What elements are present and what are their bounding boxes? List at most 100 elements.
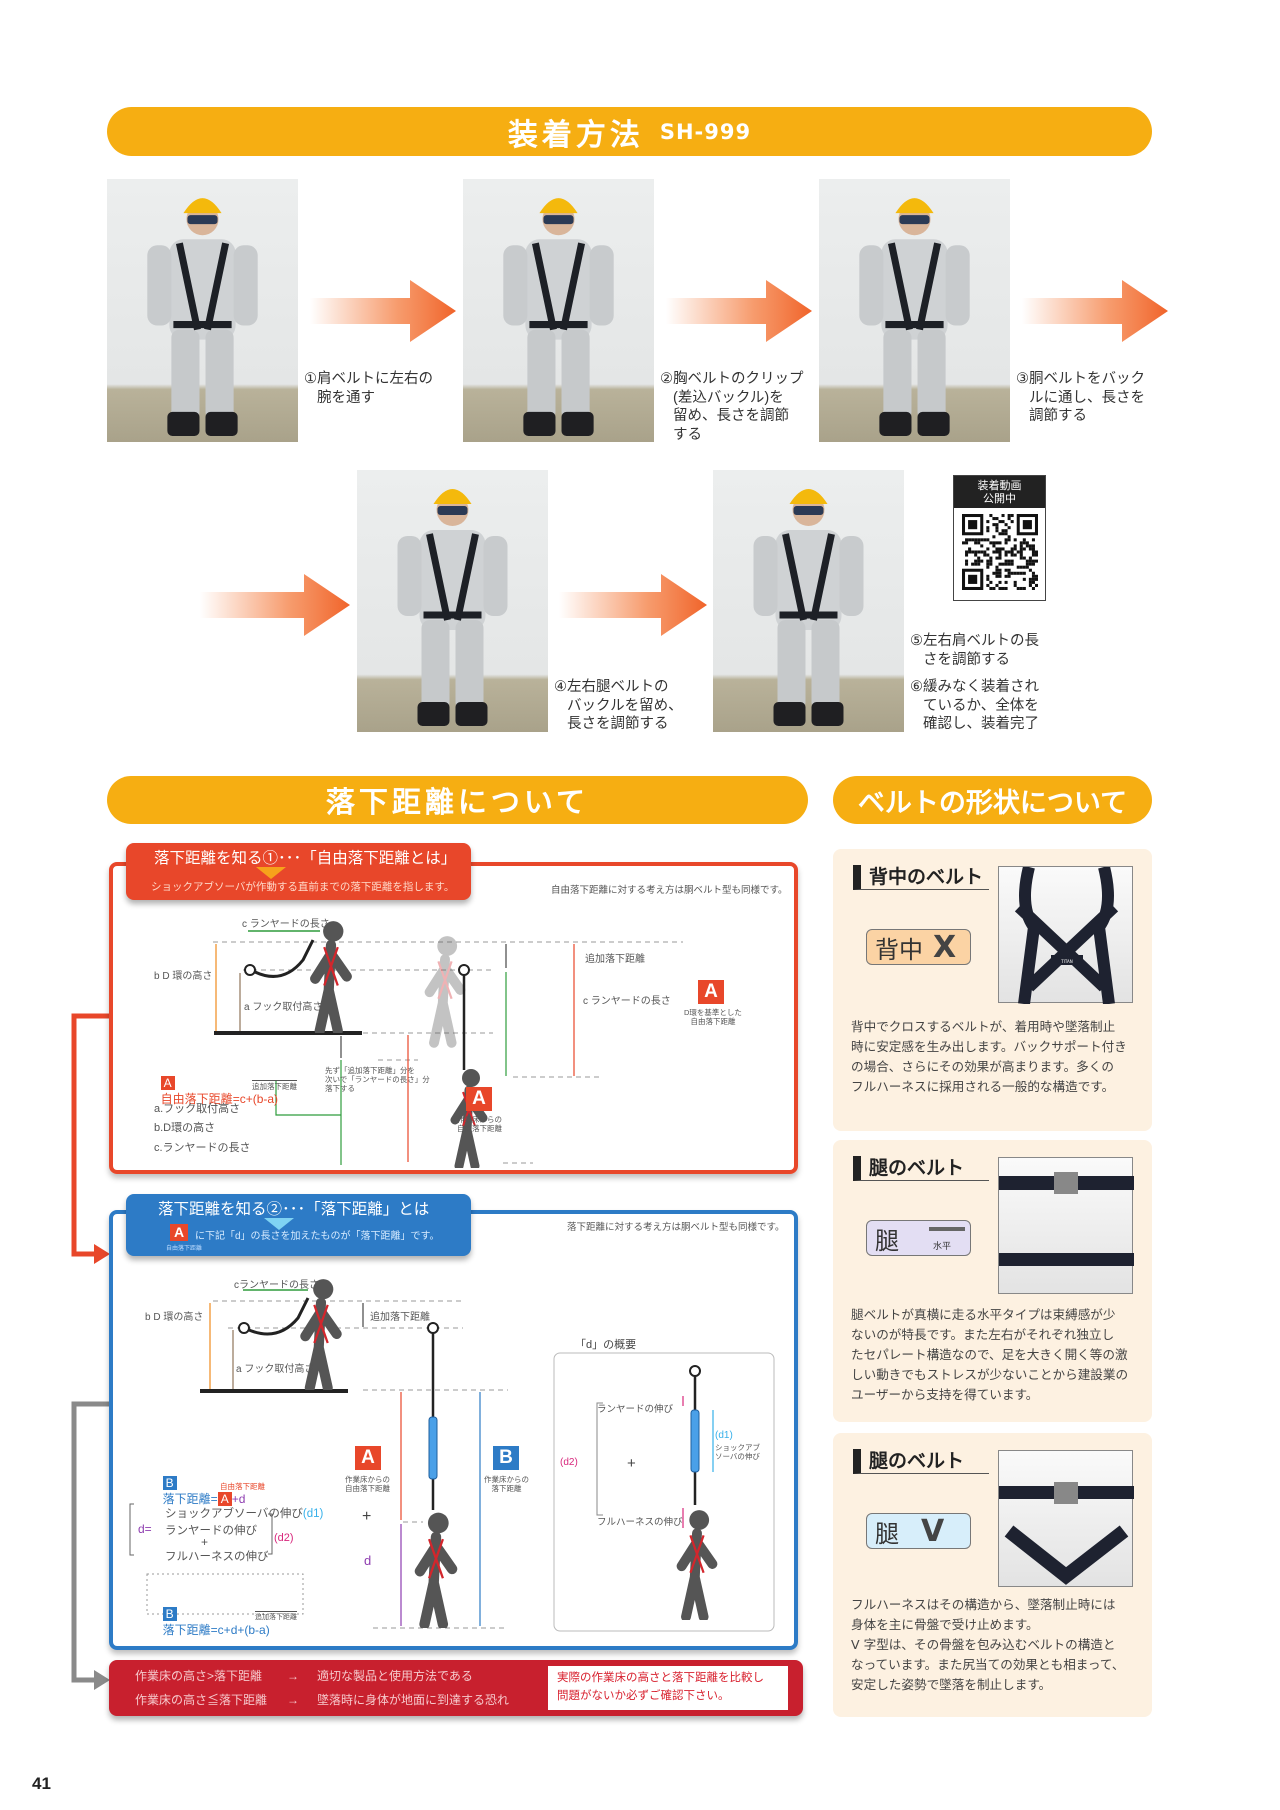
step-1-caption: ①肩ベルトに左右の 腕を通す xyxy=(304,371,433,406)
worker-image xyxy=(107,179,298,442)
arrow-right-icon xyxy=(200,574,350,636)
d2-label: (d2) xyxy=(274,1532,294,1544)
fall-sequence-note: 先ず「追加落下距離」分を 次いで「ランヤードの長さ」分 落下する xyxy=(325,1066,430,1093)
badge-a-caption: D環を基準とした 自由落下距離 xyxy=(684,1008,742,1026)
ov-absorber-stretch: ショックアブ ソーバの伸び xyxy=(715,1443,760,1461)
free-fall-tab: 落下距離を知る①･･･「自由落下距離とは」 ショックアブソーバが作動する直前まで… xyxy=(126,843,471,900)
belt-card-text: フルハーネスはその構造から、墜落制止時には 身体を主に骨盤で受け止めます。 V … xyxy=(851,1597,1125,1692)
badge-a: A xyxy=(160,1076,175,1090)
belt-card-thigh-horizontal: 腿のベルト 腿水平 腿ベルトが真横に走る水平タイプは束縛感が少 ないのが特長です… xyxy=(833,1140,1152,1422)
step-3-photo xyxy=(819,179,1010,442)
lanyard-length-label: c ランヤードの長さ xyxy=(242,919,330,930)
d-item-harness: フルハーネスの伸び xyxy=(165,1551,269,1563)
conclusion-notice: 実際の作業床の高さと落下距離を比較し 問題がないか必ずご確認下さい。 xyxy=(548,1666,788,1710)
legend-b: b.D環の高さ xyxy=(154,1122,216,1134)
page-number: 41 xyxy=(32,1774,51,1793)
badge-a-caption: 作業床からの 自由落下距離 xyxy=(457,1115,502,1133)
harness-x-image: TITAN xyxy=(1014,865,1119,1005)
section-fall-distance: 落下距離について xyxy=(107,776,808,824)
qr-code-icon xyxy=(962,514,1038,590)
fall-distance-note: 落下距離に対する考え方は胴ベルト型も同様です。 xyxy=(567,1222,785,1233)
plus-sign: + xyxy=(362,1508,372,1525)
arrow-right-icon xyxy=(666,280,812,342)
fall-distance-formula: B 落下距離=A+d xyxy=(162,1476,246,1506)
arrow-right-icon xyxy=(310,280,456,342)
header-model: SH-999 xyxy=(659,119,752,144)
fall-distance-formula-2: B 落下距離=c+d+(b-a) xyxy=(162,1607,270,1637)
fall-distance-tab-title: 落下距離を知る②･･･「落下距離」とは xyxy=(158,1201,430,1218)
harness-v-image xyxy=(999,1482,1134,1585)
d-ring-height-label: b D 環の高さ xyxy=(145,1312,204,1323)
hook-height-label: a フック取付高さ xyxy=(244,1002,323,1013)
d-equals: d= xyxy=(138,1522,152,1536)
harness-thigh-photo xyxy=(998,1157,1134,1294)
conclusion-row: 作業床の高さ>落下距離→適切な製品と使用方法である xyxy=(135,1669,473,1683)
triangle-down-icon xyxy=(256,867,286,879)
ov-lanyard-stretch: ランヤードの伸び xyxy=(597,1404,674,1415)
fall-distance-diagram xyxy=(129,1260,775,1632)
d-overview-title: 「d」の概要 xyxy=(575,1339,637,1351)
section-title: ベルトの形状について xyxy=(857,787,1128,819)
badge-a: A xyxy=(355,1446,381,1470)
conclusion-bar: 作業床の高さ>落下距離→適切な製品と使用方法である 作業床の高さ≦落下距離→墜落… xyxy=(109,1660,803,1716)
fall-distance-tab-subtitle: に下記「d」の長さを加えたものが「落下距離」です。 xyxy=(195,1231,440,1242)
svg-text:TITAN: TITAN xyxy=(1060,959,1072,964)
badge-b: B xyxy=(162,1607,177,1621)
belt-card-title: 腿のベルト xyxy=(853,1156,989,1181)
belt-card-title: 腿のベルト xyxy=(853,1449,989,1474)
free-fall-tab-title: 落下距離を知る①･･･「自由落下距離とは」 xyxy=(154,850,457,867)
header-bar: 装着方法 SH-999 xyxy=(107,107,1152,156)
hook-height-label: a フック取付高さ xyxy=(236,1364,315,1375)
worker-image xyxy=(713,470,904,732)
step-6-caption: ⑥緩みなく装着され ているか、全体を 確認し、装着完了 xyxy=(910,679,1039,732)
video-qr-code[interactable]: 装着動画 公開中 xyxy=(953,475,1046,601)
harness-back-photo: TITAN xyxy=(998,865,1133,1005)
arrow-right-icon xyxy=(1022,280,1168,342)
formula1-sub: 自由落下距離 xyxy=(220,1482,265,1491)
lanyard-length-label-2: c ランヤードの長さ xyxy=(583,996,671,1007)
step-2-photo xyxy=(463,179,654,442)
arrow-right-icon xyxy=(559,574,707,636)
ov-d1: (d1) xyxy=(715,1430,733,1441)
belt-card-title: 背中のベルト xyxy=(853,865,989,890)
ov-harness-stretch: フルハーネスの伸び xyxy=(597,1517,683,1528)
badge-b: B xyxy=(162,1476,177,1490)
triangle-down-icon xyxy=(264,1218,294,1230)
worker-image xyxy=(819,179,1010,442)
harness-v-photo xyxy=(998,1450,1134,1587)
formula-sub: 追加落下距離 xyxy=(252,1080,297,1091)
step-4-photo xyxy=(357,470,548,732)
lanyard-length-label: cランヤードの長さ xyxy=(234,1280,319,1291)
badge-a: A xyxy=(170,1224,188,1241)
conclusion-row: 作業床の高さ≦落下距離→墜落時に身体が地面に到達する恐れ xyxy=(135,1693,510,1707)
section-title: 落下距離について xyxy=(325,785,590,819)
qr-label: 装着動画 公開中 xyxy=(954,476,1045,508)
belt-type-badge: 腿水平 xyxy=(866,1220,971,1256)
header-title: 装着方法 xyxy=(507,117,644,153)
free-fall-diagram xyxy=(213,900,683,1170)
d-label: d xyxy=(364,1553,372,1568)
free-fall-tab-subtitle: ショックアブソーバが作動する直前までの落下距離を指します。 xyxy=(151,881,455,893)
badge-b-caption: 作業床からの 落下距離 xyxy=(484,1475,529,1493)
step-2-caption: ②胸ベルトのクリップ (差込バックル)を 留め、長さを調節 する xyxy=(660,371,804,443)
belt-card-text: 腿ベルトが真横に走る水平タイプは束縛感が少 ないのが特長です。また左右がそれぞれ… xyxy=(851,1307,1129,1402)
d-item-plus: + xyxy=(201,1535,209,1549)
fall-distance-tab: 落下距離を知る②･･･「落下距離」とは A に下記「d」の長さを加えたものが「落… xyxy=(126,1194,471,1256)
extra-fall-label: 追加落下距離 xyxy=(370,1312,430,1323)
step-1-photo xyxy=(107,179,298,442)
legend-a: a.フック取付高さ xyxy=(154,1103,241,1115)
badge-b: B xyxy=(493,1446,519,1470)
belt-card-text: 背中でクロスするベルトが、着用時や墜落制止 時に安定感を生み出します。バックサポ… xyxy=(851,1019,1127,1094)
step-4-caption: ④左右腿ベルトの バックルを留め、 長さを調節する xyxy=(554,679,683,732)
badge-a: A xyxy=(698,980,724,1004)
free-fall-formula: A 自由落下距離=c+(b-a) xyxy=(160,1076,279,1106)
tab-sub-small: 自由落下距離 xyxy=(166,1246,203,1252)
worker-image xyxy=(463,179,654,442)
legend-c: c.ランヤードの長さ xyxy=(154,1142,251,1154)
d-ring-height-label: b D 環の高さ xyxy=(154,971,213,982)
formula2-sub: 追加落下距離 xyxy=(255,1611,297,1622)
